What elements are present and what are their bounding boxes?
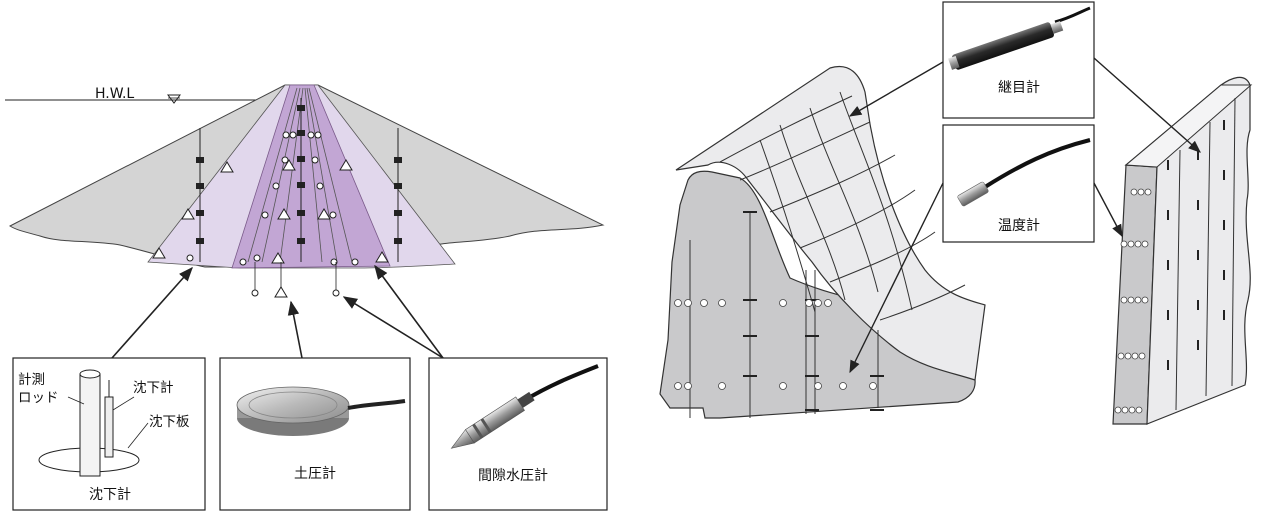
water-level-label: H.W.L bbox=[95, 86, 134, 102]
dam-joint-lines bbox=[719, 91, 966, 321]
earth-pressure-panel: 土圧計 bbox=[219, 357, 411, 511]
dam-cross-section: H.W.L bbox=[5, 84, 605, 359]
settlement-plates bbox=[196, 105, 402, 244]
measuring-rod-drawing bbox=[79, 373, 101, 477]
measuring-rod-label-line2: ロッド bbox=[18, 390, 59, 406]
settlement-gauge-caption: 沈下計 bbox=[89, 487, 131, 503]
thermometer-panel: 温度計 bbox=[942, 124, 1095, 243]
dam-core-zone bbox=[231, 84, 391, 269]
concrete-dam-block bbox=[659, 66, 986, 419]
earth-pressure-markers bbox=[152, 159, 389, 298]
earth-pressure-caption: 土圧計 bbox=[294, 466, 336, 482]
earth-pressure-cell-image bbox=[236, 386, 406, 436]
dam-thermometers bbox=[674, 299, 877, 390]
joint-meter-panel: 継目計 bbox=[942, 1, 1095, 119]
settlement-gauge-label: 沈下計 bbox=[133, 380, 174, 396]
piezometer-image bbox=[450, 364, 599, 449]
dam-joint-meters bbox=[743, 211, 884, 411]
thermometer-image bbox=[957, 138, 1091, 207]
joint-meter-caption: 継目計 bbox=[998, 80, 1040, 96]
settlement-gauge-panel: 計測 ロッド 沈下計 沈下板 沈下計 bbox=[12, 357, 206, 511]
pore-pressure-caption: 間隙水圧計 bbox=[478, 468, 548, 484]
settlement-plate-label: 沈下板 bbox=[149, 414, 190, 430]
measuring-rod-label-line1: 計測 bbox=[18, 372, 45, 388]
leader-arrows-right bbox=[848, 57, 1201, 374]
pore-pressure-markers bbox=[186, 131, 359, 297]
leader-arrows-left bbox=[111, 264, 444, 359]
water-level-triangle-icon bbox=[167, 94, 181, 104]
pore-pressure-panel: 間隙水圧計 bbox=[428, 357, 608, 511]
dam-top-face bbox=[675, 66, 986, 381]
joint-meter-image bbox=[948, 6, 1091, 70]
thermometer-caption: 温度計 bbox=[998, 218, 1040, 234]
dam-wall-section bbox=[1112, 76, 1253, 425]
